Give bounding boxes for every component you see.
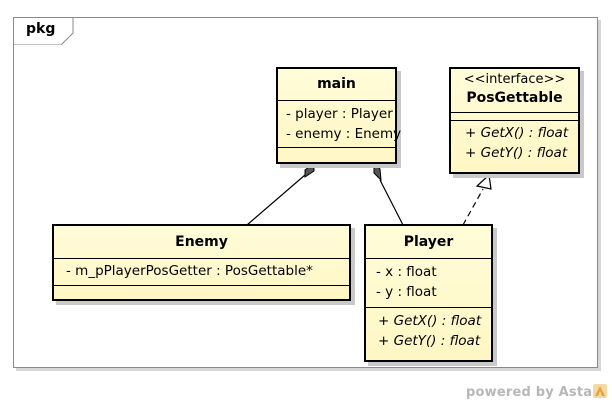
class-player-name: Player <box>403 234 454 250</box>
class-enemy[interactable]: Enemy - m_pPlayerPosGetter : PosGettable… <box>52 224 351 301</box>
class-enemy-name: Enemy <box>175 234 228 250</box>
class-enemy-attributes: - m_pPlayerPosGetter : PosGettable* <box>54 258 349 285</box>
package-tab <box>13 17 74 45</box>
composition-line-main-player <box>379 179 404 226</box>
class-player[interactable]: Player - x : float - y : float + GetX() … <box>364 224 493 362</box>
operation: + GetY() : float <box>378 333 481 349</box>
class-player-attributes: - x : float - y : float <box>366 258 491 307</box>
package-label: pkg <box>26 21 56 37</box>
composition-line-main-enemy <box>246 174 306 226</box>
composition-diamond-main-enemy <box>304 161 315 178</box>
attribute: - x : float <box>376 264 437 280</box>
operation: + GetY() : float <box>465 145 568 161</box>
class-posgettable-name: PosGettable <box>466 90 563 106</box>
class-main-name: main <box>317 76 356 92</box>
class-enemy-operations <box>54 285 349 299</box>
attribute: - m_pPlayerPosGetter : PosGettable* <box>66 263 313 279</box>
operation: + GetX() : float <box>378 313 482 329</box>
class-player-operations: + GetX() : float + GetY() : float <box>366 307 491 351</box>
class-posgettable-attributes <box>451 112 578 120</box>
class-posgettable[interactable]: <<interface>> PosGettable + GetX() : flo… <box>449 67 580 174</box>
composition-diamond-main-player <box>373 161 382 182</box>
realization-arrowhead <box>475 173 492 190</box>
attribute: - y : float <box>376 284 437 300</box>
realization-line-player-posgettable <box>462 188 484 226</box>
astah-logo-icon <box>593 384 607 398</box>
interface-stereotype: <<interface>> <box>463 72 566 87</box>
class-main-attributes: - player : Player - enemy : Enemy <box>278 100 402 147</box>
powered-by-label: powered by Astah <box>466 385 602 400</box>
class-main-operations <box>278 147 395 162</box>
class-main[interactable]: main - player : Player - enemy : Enemy <box>276 67 402 164</box>
attribute: - enemy : Enemy <box>286 126 402 142</box>
attribute: - player : Player <box>286 106 393 122</box>
class-posgettable-operations: + GetX() : float + GetY() : float <box>451 120 578 163</box>
operation: + GetX() : float <box>465 125 569 141</box>
